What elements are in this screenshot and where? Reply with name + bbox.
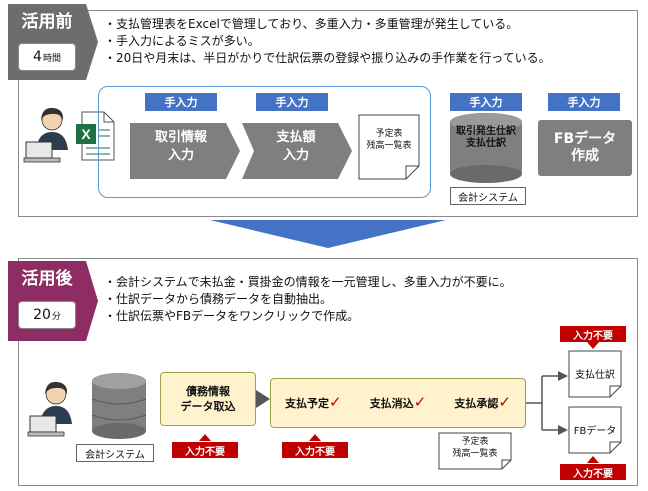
- check-label: 支払消込: [369, 397, 414, 410]
- step-payment-input: 支払額 入力: [254, 129, 338, 173]
- before-bullet: ・20日や月末は、半日がかりで仕訳伝票の登録や振り込みの手作業を行っている。: [104, 51, 551, 65]
- accounting-system-label: 会計システム: [76, 444, 154, 462]
- after-bullet: ・仕訳伝票やFBデータをワンクリックで作成。: [104, 309, 360, 323]
- process-chevrons: [130, 123, 352, 179]
- step-label: 取引情報: [154, 130, 207, 145]
- before-bullet: ・支払管理表をExcelで管理しており、多重入力・多重管理が発生している。: [104, 17, 519, 31]
- manual-input-tag: 手入力: [450, 93, 522, 111]
- check-item: 支払予定✓: [285, 395, 342, 411]
- step-trade-input: 取引情報 入力: [136, 129, 226, 173]
- before-bullets: ・支払管理表をExcelで管理しており、多重入力・多重管理が発生している。 ・手…: [104, 16, 551, 67]
- check-icon: ✓: [329, 393, 342, 411]
- manual-input-tag: 手入力: [256, 93, 328, 111]
- after-time-unit: 分: [51, 311, 61, 322]
- payment-journal-doc: 支払仕訳: [575, 370, 615, 381]
- doc-label: 予定表: [375, 129, 403, 139]
- transition-arrow: [210, 220, 446, 248]
- person-at-pc-icon: [23, 107, 68, 163]
- extract-box: 債務情報データ取込: [160, 372, 256, 426]
- fb-label: 作成: [570, 148, 599, 164]
- journal-label: 支払仕訳: [466, 138, 506, 149]
- before-bullet: ・手入力によるミスが多い。: [104, 34, 260, 48]
- fb-data-doc: FBデータ: [573, 426, 617, 437]
- extract-label: データ取込: [180, 400, 236, 413]
- before-panel: [18, 10, 638, 217]
- before-time-unit: 時間: [42, 53, 61, 64]
- person-at-pc-icon: [27, 381, 72, 437]
- accounting-system-label: 会計システム: [450, 187, 526, 205]
- schedule-doc: 予定表 残高一覧表: [358, 128, 420, 152]
- journal-text: 取引発生仕訳 支払仕訳: [440, 126, 532, 150]
- step-label: 支払額: [276, 130, 316, 145]
- after-bullet: ・仕訳データから債務データを自動抽出。: [104, 292, 333, 306]
- branch-arrows: [526, 371, 568, 435]
- doc-label: 残高一覧表: [366, 141, 412, 151]
- check-item: 支払承認✓: [454, 395, 511, 411]
- schedule-doc: 予定表 残高一覧表: [438, 436, 512, 460]
- schedule-doc-shape: [358, 114, 420, 180]
- check-icon: ✓: [498, 393, 511, 411]
- payment-journal-doc-shape: [568, 350, 622, 398]
- check-item: 支払消込✓: [370, 395, 427, 411]
- after-time-value: 20: [33, 307, 51, 323]
- no-input-arrow: [199, 434, 211, 441]
- before-badge-arrow: [86, 4, 98, 80]
- step-label: 入力: [167, 148, 194, 163]
- extract-label: 債務情報: [186, 385, 230, 398]
- excel-process-frame: [98, 86, 431, 198]
- payment-workflow-box: 支払予定✓ 支払消込✓ 支払承認✓: [270, 378, 526, 428]
- no-input-arrow: [587, 342, 599, 349]
- schedule-doc-shape: [438, 432, 512, 470]
- after-badge: 活用後: [8, 261, 86, 291]
- check-icon: ✓: [413, 393, 427, 411]
- before-badge: 活用前: [8, 4, 86, 34]
- after-bullets: ・会計システムで未払金・買掛金の情報を一元管理し、多重入力が不要に。 ・仕訳デー…: [104, 274, 512, 325]
- flow-arrow: [256, 390, 270, 408]
- check-label: 支払承認: [454, 397, 499, 410]
- no-input-tag: 入力不要: [172, 442, 238, 458]
- fb-create-box: FBデータ作成: [538, 120, 632, 176]
- check-label: 支払予定: [285, 397, 330, 410]
- after-bullet: ・会計システムで未払金・買掛金の情報を一元管理し、多重入力が不要に。: [104, 275, 512, 289]
- journal-label: 取引発生仕訳: [456, 126, 516, 137]
- doc-label: 予定表: [461, 437, 489, 447]
- step-label: 入力: [282, 148, 309, 163]
- before-time-value: 4: [33, 49, 42, 65]
- manual-input-tag: 手入力: [548, 93, 620, 111]
- no-input-tag: 入力不要: [560, 464, 626, 480]
- fb-label: FBデータ: [553, 131, 617, 147]
- no-input-arrow: [587, 456, 599, 463]
- no-input-arrow: [309, 434, 321, 441]
- database-icon: [91, 373, 147, 439]
- fb-data-doc-shape: [568, 406, 622, 454]
- after-badge-arrow: [86, 261, 98, 341]
- database-icon: [450, 113, 522, 183]
- no-input-tag: 入力不要: [282, 442, 348, 458]
- doc-label: 残高一覧表: [452, 449, 498, 459]
- manual-input-tag: 手入力: [145, 93, 217, 111]
- svg-text:X: X: [81, 126, 91, 142]
- no-input-tag: 入力不要: [560, 326, 626, 342]
